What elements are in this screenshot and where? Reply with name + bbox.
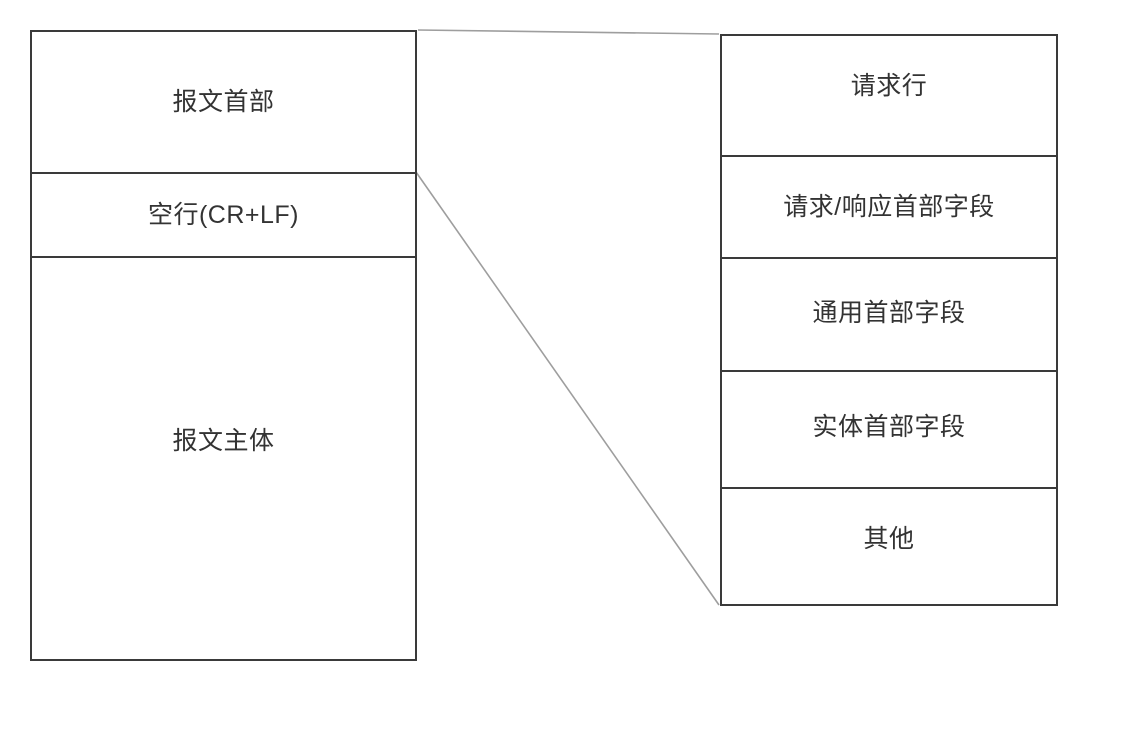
message-structure-box: 报文首部 空行(CR+LF) 报文主体 [30,30,417,661]
blank-line-cell: 空行(CR+LF) [32,172,415,256]
message-body-label: 报文主体 [172,426,275,455]
header-detail-box: 请求行 请求/响应首部字段 通用首部字段 实体首部字段 其他 [720,34,1058,606]
callout-line-bottom [415,171,720,606]
callout-line-top [417,29,720,35]
request-response-header-cell: 请求/响应首部字段 [722,155,1056,257]
other-header-label: 其他 [863,524,915,553]
message-header-cell: 报文首部 [32,32,415,172]
other-header-cell: 其他 [722,487,1056,604]
request-response-header-label: 请求/响应首部字段 [783,193,995,221]
entity-header-cell: 实体首部字段 [722,370,1056,487]
blank-line-label: 空行(CR+LF) [147,201,300,229]
request-line-cell: 请求行 [722,36,1056,155]
general-header-label: 通用首部字段 [812,298,966,327]
message-body-cell: 报文主体 [32,256,415,659]
request-line-label: 请求行 [850,71,928,100]
entity-header-label: 实体首部字段 [812,412,966,441]
general-header-cell: 通用首部字段 [722,257,1056,370]
message-header-label: 报文首部 [172,88,275,116]
